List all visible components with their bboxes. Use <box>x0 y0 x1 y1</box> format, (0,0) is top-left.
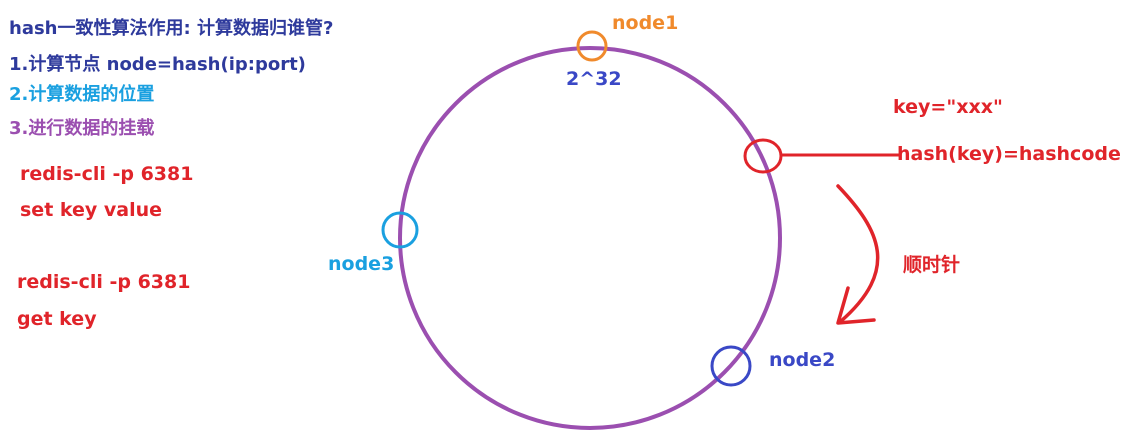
title: hash一致性算法作用: 计算数据归谁管? <box>9 18 334 39</box>
step-2: 2.计算数据的位置 <box>9 84 155 105</box>
command-4: get key <box>17 308 97 330</box>
command-1: redis-cli -p 6381 <box>20 163 194 185</box>
node2-marker <box>710 345 752 387</box>
node3-marker <box>381 211 419 249</box>
node2-label: node2 <box>769 349 836 371</box>
command-2: set key value <box>20 199 163 221</box>
node3-label: node3 <box>328 253 395 275</box>
command-3: redis-cli -p 6381 <box>17 271 191 293</box>
hash-label: hash(key)=hashcode <box>897 143 1121 165</box>
node1-label: node1 <box>612 12 679 34</box>
hash-ring <box>398 46 782 430</box>
ring-top-label: 2^32 <box>566 68 622 90</box>
step-1: 1.计算节点 node=hash(ip:port) <box>9 54 306 75</box>
node1-marker <box>576 30 608 62</box>
clockwise-arrowhead-icon <box>836 286 876 325</box>
clockwise-arrow-icon <box>836 184 880 324</box>
direction-label: 顺时针 <box>903 254 961 276</box>
step-3: 3.进行数据的挂载 <box>9 118 155 139</box>
key-label: key="xxx" <box>893 96 1003 118</box>
